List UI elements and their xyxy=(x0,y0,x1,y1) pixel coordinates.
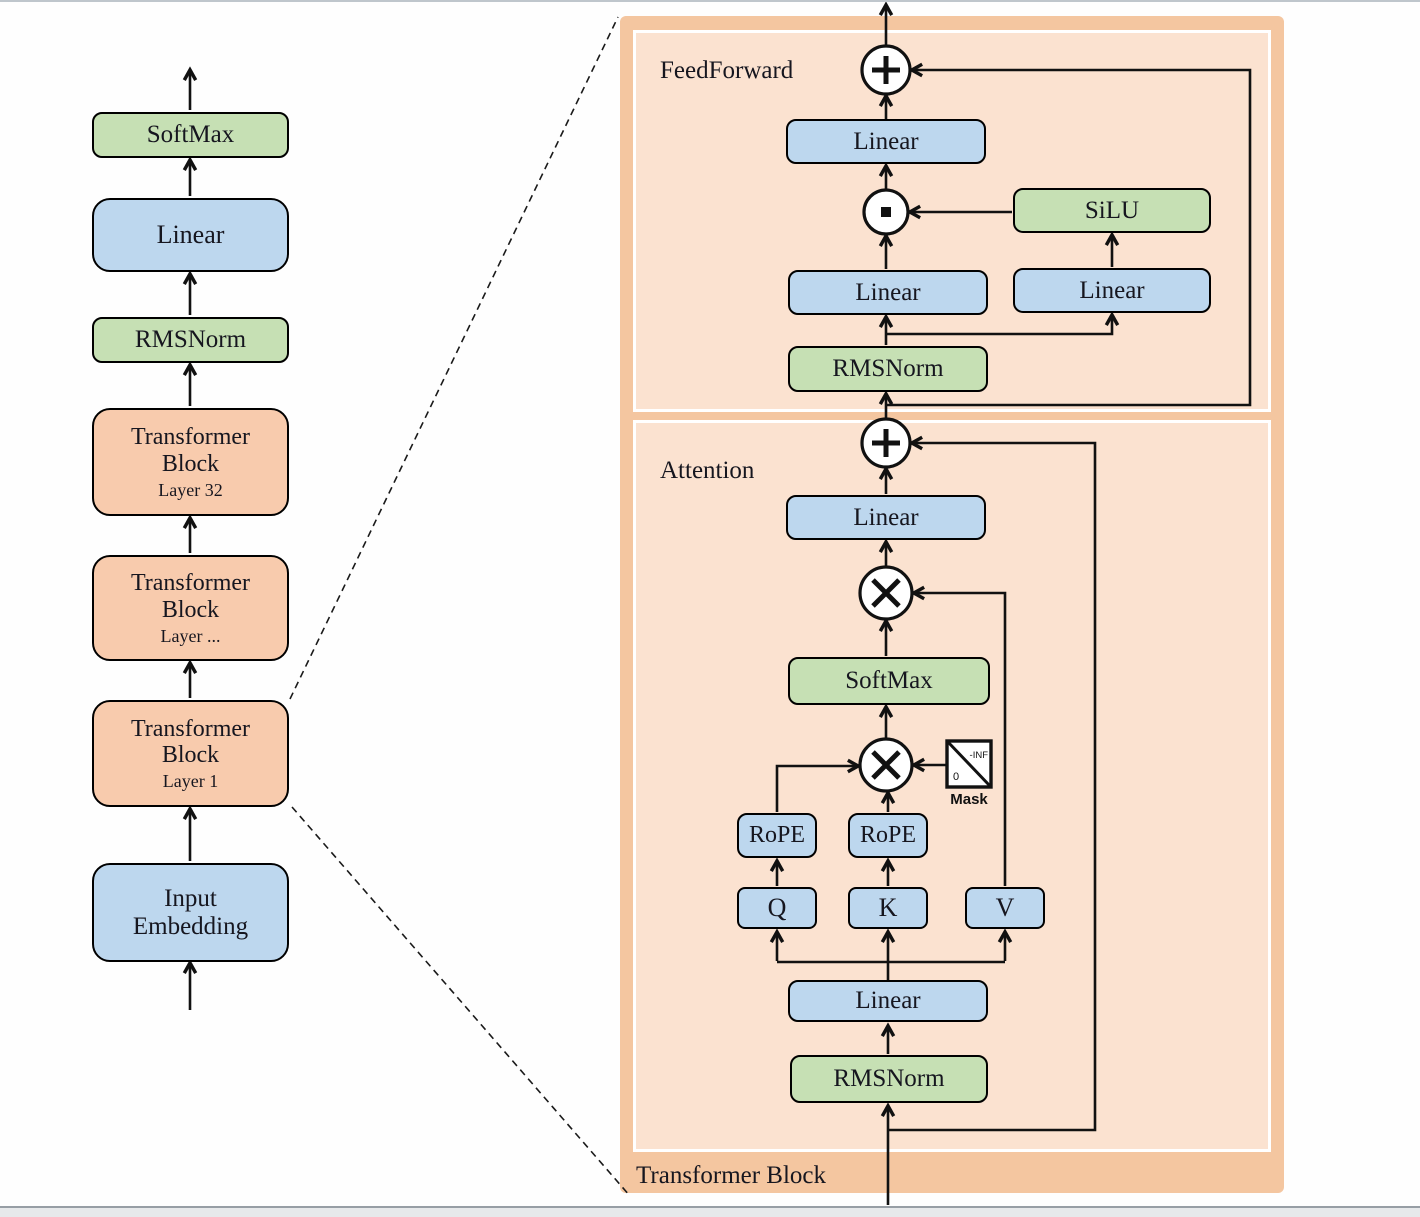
zoom-connector-lines xyxy=(289,16,631,1197)
rope-k-box: RoPE xyxy=(848,813,928,858)
ff-rmsnorm-box: RMSNorm xyxy=(788,346,988,392)
attn-linear-output-box: Linear xyxy=(786,495,986,540)
times-icon xyxy=(871,578,901,608)
mask-label: Mask xyxy=(950,791,988,808)
right-panel-arrows xyxy=(777,6,1252,1205)
causal-mask-icon: -INF 0 Mask xyxy=(945,739,993,808)
rope-q-label: RoPE xyxy=(748,822,805,849)
input-embedding-box: Input Embedding xyxy=(92,863,289,962)
times-icon xyxy=(871,750,901,780)
ff-linear-right-box: Linear xyxy=(1013,268,1211,313)
ff-linear-left-label: Linear xyxy=(855,278,921,306)
ff-linear-output-label: Linear xyxy=(853,127,919,155)
attn-rmsnorm-box: RMSNorm xyxy=(790,1055,988,1103)
rope-q-box: RoPE xyxy=(737,813,817,858)
attn-linear-output-label: Linear xyxy=(853,503,919,531)
matmul-circle-qk xyxy=(858,737,914,793)
input-embedding-line1: Input xyxy=(164,884,217,912)
transformer-block-layer1-box: Transformer Block Layer 1 xyxy=(92,700,289,807)
left-rmsnorm-label: RMSNorm xyxy=(134,326,247,353)
left-linear-box: Linear xyxy=(92,198,289,272)
v-projection-box: V xyxy=(965,887,1045,929)
block-line2: Block xyxy=(161,596,220,623)
block-layer-label: Layer 1 xyxy=(162,771,219,792)
residual-add-circle-attention xyxy=(860,417,912,469)
mask-neg-inf-label: -INF xyxy=(970,750,989,761)
attention-section-label: Attention xyxy=(660,457,755,484)
plus-icon xyxy=(872,429,900,457)
ff-silu-box: SiLU xyxy=(1013,188,1211,233)
left-rmsnorm-box: RMSNorm xyxy=(92,317,289,363)
transformer-block-caption: Transformer Block xyxy=(636,1162,827,1189)
k-projection-box: K xyxy=(848,887,928,929)
v-label: V xyxy=(995,893,1015,923)
block-layer-label: Layer 32 xyxy=(158,479,223,500)
window-top-edge xyxy=(0,0,1420,2)
block-layer-label: Layer ... xyxy=(160,625,221,646)
attn-linear-input-box: Linear xyxy=(788,980,988,1022)
ff-linear-output-box: Linear xyxy=(786,119,986,164)
transformer-block-layer32-box: Transformer Block Layer 32 xyxy=(92,408,289,516)
residual-add-circle-feedforward xyxy=(860,44,912,96)
elementwise-multiply-circle xyxy=(862,188,910,236)
attn-linear-input-label: Linear xyxy=(855,987,921,1014)
block-line1: Transformer xyxy=(130,715,251,742)
rope-k-label: RoPE xyxy=(859,822,916,849)
dot-icon xyxy=(881,207,891,217)
ff-silu-label: SiLU xyxy=(1084,196,1140,224)
left-softmax-label: SoftMax xyxy=(146,121,235,148)
matmul-circle-scores-v xyxy=(858,565,914,621)
left-softmax-box: SoftMax xyxy=(92,112,289,158)
attn-rmsnorm-label: RMSNorm xyxy=(833,1065,945,1092)
block-line2: Block xyxy=(161,742,220,769)
feedforward-section-label: FeedForward xyxy=(660,57,794,84)
block-line1: Transformer xyxy=(130,570,251,597)
ff-rmsnorm-label: RMSNorm xyxy=(832,355,944,382)
ff-linear-left-box: Linear xyxy=(788,270,988,315)
attn-softmax-label: SoftMax xyxy=(845,667,933,694)
k-label: K xyxy=(878,893,898,923)
attn-softmax-box: SoftMax xyxy=(788,657,990,705)
q-projection-box: Q xyxy=(737,887,817,929)
ff-linear-right-label: Linear xyxy=(1079,276,1145,304)
plus-icon xyxy=(872,56,900,84)
mask-zero-label: 0 xyxy=(953,771,959,783)
transformer-block-layer-dots-box: Transformer Block Layer ... xyxy=(92,555,289,661)
q-label: Q xyxy=(767,893,787,923)
left-linear-label: Linear xyxy=(156,220,225,250)
block-line1: Transformer xyxy=(130,424,251,451)
block-line2: Block xyxy=(161,450,220,477)
window-bottom-edge xyxy=(0,1206,1420,1217)
input-embedding-line2: Embedding xyxy=(132,912,249,940)
